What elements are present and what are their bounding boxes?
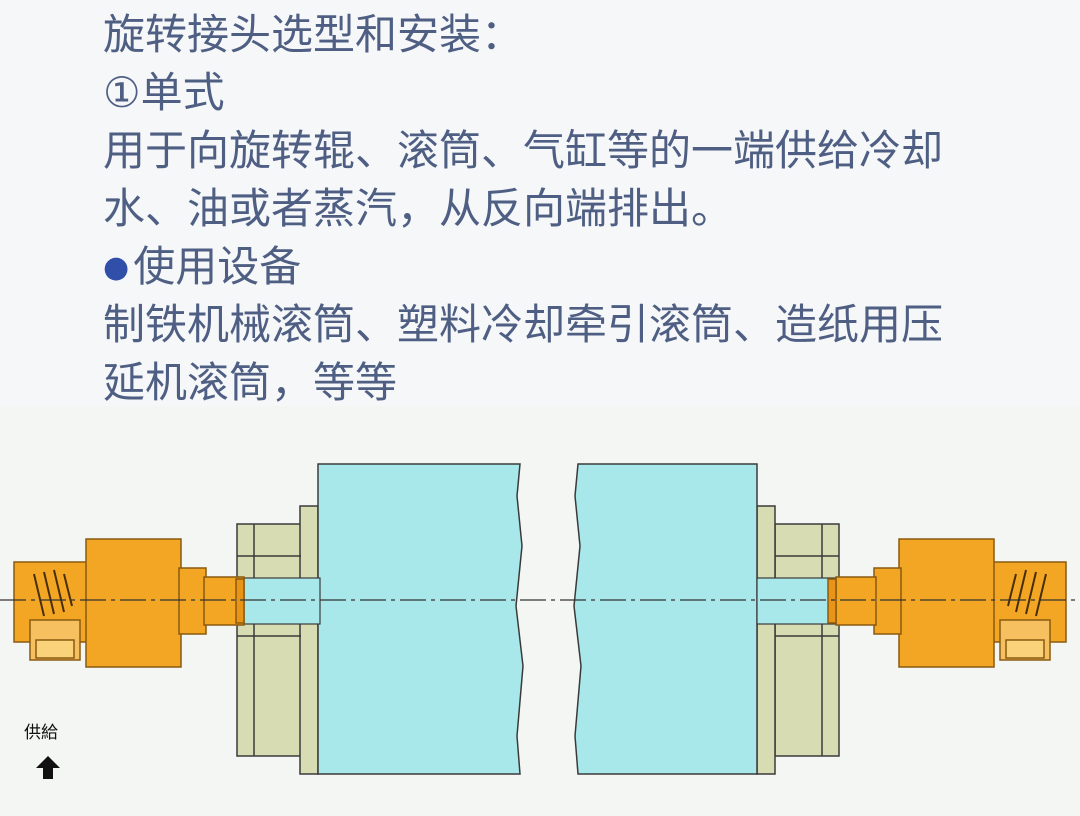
left-rotary-joint	[13, 538, 245, 668]
bullet-heading-row: ●使用设备	[103, 238, 1063, 296]
arrow-up-icon	[36, 756, 60, 779]
equipment-line-1: 制铁机械滚筒、塑料冷却牵引滚筒、造纸用压	[103, 300, 944, 349]
slide-subtitle: ①单式	[103, 68, 225, 117]
equipment-line-2: 延机滚筒，等等	[103, 358, 398, 407]
diagram-svg	[0, 406, 1080, 816]
right-bearing-housing	[756, 505, 840, 775]
roller-drum-left	[317, 463, 524, 775]
left-bearing-housing	[236, 505, 319, 775]
right-rotary-joint	[827, 538, 1067, 668]
description-line-1: 用于向旋转辊、滚筒、气缸等的一端供给冷却	[103, 126, 944, 175]
right-journal-shaft	[756, 577, 836, 625]
bullet-heading: 使用设备	[133, 242, 302, 291]
description-line-2: 水、油或者蒸汽，从反向端排出。	[103, 184, 734, 233]
slide-title: 旋转接头选型和安装：	[103, 10, 524, 59]
left-journal-shaft	[239, 577, 321, 625]
rotary-joint-diagram	[0, 406, 1080, 816]
bullet-icon: ●	[103, 250, 130, 285]
supply-label: 供給	[24, 723, 58, 743]
roller-drum-right	[573, 463, 758, 775]
slide-text: 旋转接头选型和安装： ①单式 用于向旋转辊、滚筒、气缸等的一端供给冷却 水、油或…	[103, 6, 1063, 412]
